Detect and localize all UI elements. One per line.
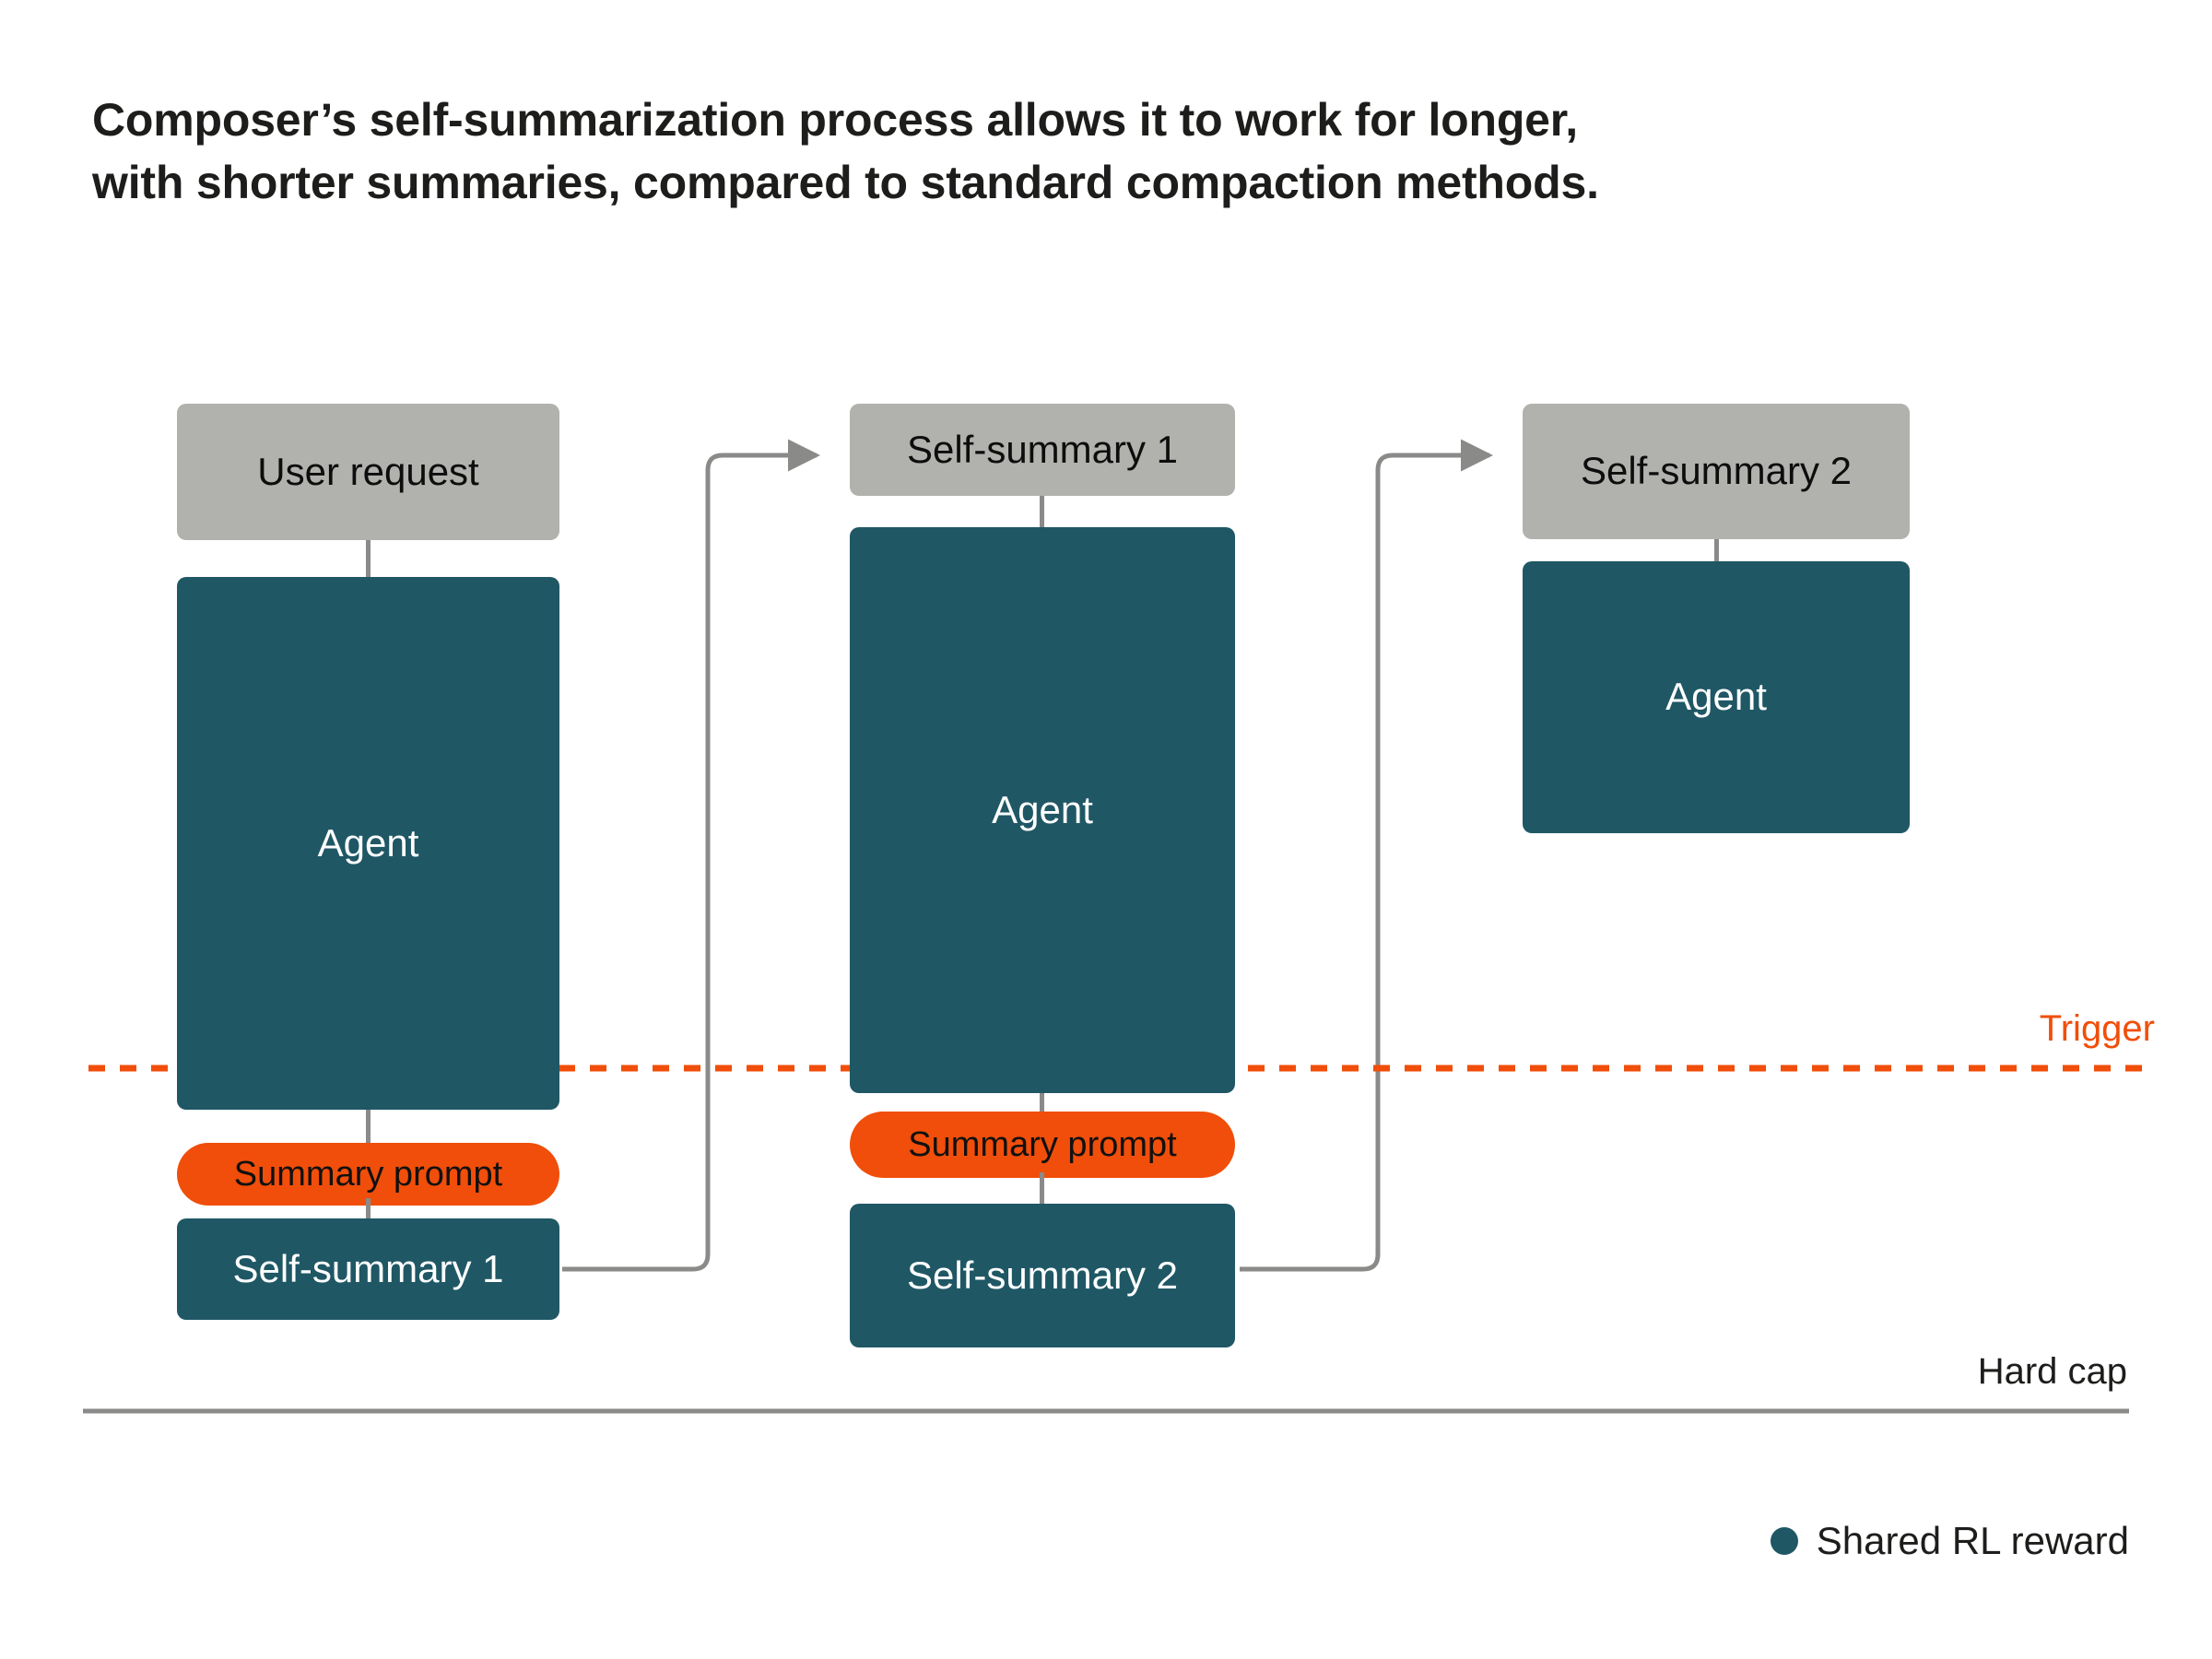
stage-1-top-box[interactable]: User request [177,404,559,540]
stage-3-agent-box[interactable]: Agent [1523,561,1910,833]
stage-2-agent-box-label: Agent [992,787,1093,831]
stage-1-agent-box-label: Agent [317,820,419,865]
legend-dot-icon [1770,1527,1798,1555]
connector-stage1-to-stage2 [562,439,821,1272]
stage-2-summary-prompt-pill[interactable]: Summary prompt [850,1112,1235,1178]
stage-1-summary-prompt-pill[interactable]: Summary prompt [177,1143,559,1206]
page-title-line-1: Composer’s self-summarization process al… [92,94,1578,146]
stage-2-top-box-label: Self-summary 1 [906,427,1179,471]
stage-3-top-box-label: Self-summary 2 [1580,449,1853,493]
page-title: Composer’s self-summarization process al… [92,88,2028,214]
stage-2-agent-box[interactable]: Agent [850,527,1235,1093]
stage-2-summary-prompt-label: Summary prompt [908,1124,1177,1164]
stage-1-agent-box[interactable]: Agent [177,577,559,1110]
legend-item-label: Shared RL reward [1816,1519,2129,1562]
stage-2-top-box[interactable]: Self-summary 1 [850,404,1235,496]
connector-stage2-to-stage3 [1240,439,1494,1272]
stage-1-stub-mid [366,1110,371,1143]
stage-3-stub-top [1714,539,1719,563]
hard-cap-label: Hard cap [1977,1351,2127,1392]
stage-2-output-box-label: Self-summary 2 [906,1253,1179,1297]
stage-1-output-box[interactable]: Self-summary 1 [177,1218,559,1320]
stage-1-summary-prompt-label: Summary prompt [233,1154,503,1194]
stage-2-output-box[interactable]: Self-summary 2 [850,1204,1235,1347]
stage-2-stub-bottom [1040,1172,1044,1207]
page-title-line-2: with shorter summaries, compared to stan… [92,157,1599,208]
stage-2-stub-top [1040,496,1044,529]
stage-1-output-box-label: Self-summary 1 [232,1246,504,1290]
stage-1-top-box-label: User request [257,449,479,493]
stage-3-agent-box-label: Agent [1665,675,1767,719]
stage-3-top-box[interactable]: Self-summary 2 [1523,404,1910,539]
stage-1-stub-top [366,540,371,577]
legend: Shared RL reward [1770,1519,2129,1563]
stage-2-stub-mid [1040,1093,1044,1126]
trigger-label: Trigger [2039,1008,2155,1049]
stage-1-stub-bottom [366,1198,371,1226]
